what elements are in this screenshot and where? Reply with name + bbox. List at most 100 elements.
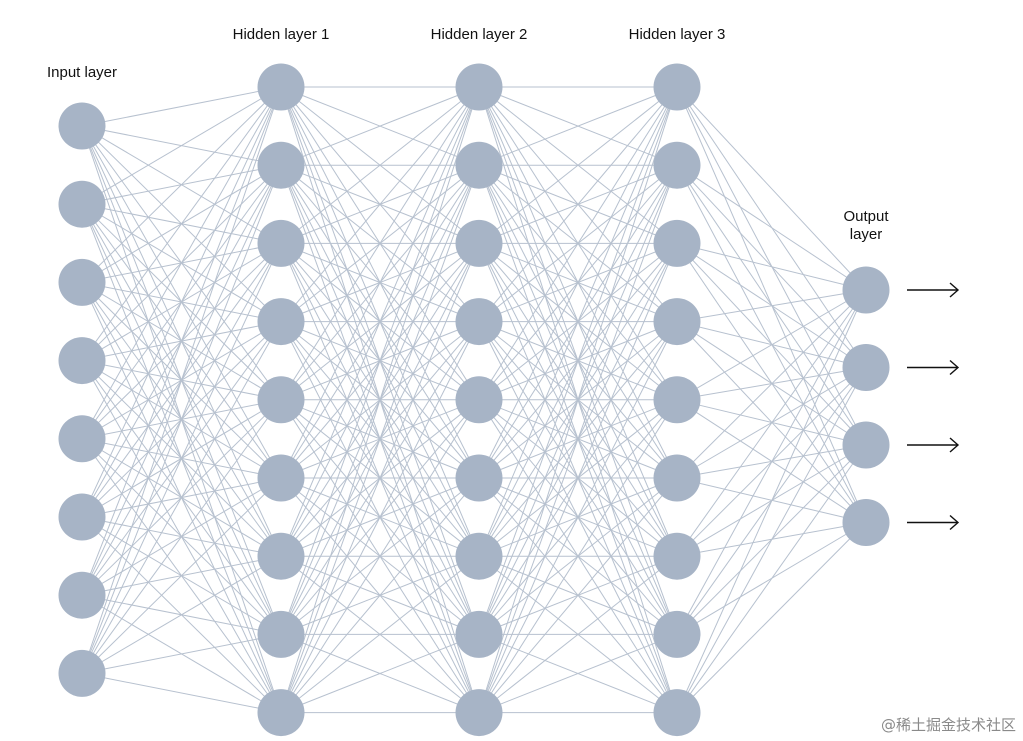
hidden-3-node-7: [653, 532, 701, 580]
edge-hidden-2-9-to-hidden-3-3: [478, 243, 678, 713]
hidden-2-node-9: [455, 689, 503, 737]
neuron-nodes: [58, 63, 890, 737]
watermark-text: @稀土掘金技术社区: [881, 716, 1016, 734]
output-arrow-1: [907, 282, 960, 298]
hidden-1-node-9: [257, 689, 305, 737]
edge-hidden-1-8-to-hidden-2-1: [280, 86, 480, 635]
hidden-3-node-6: [653, 454, 701, 502]
input-node-5: [58, 415, 106, 463]
edge-hidden-1-3-to-hidden-2-1: [280, 86, 480, 244]
edge-hidden-2-9-to-hidden-3-5: [478, 399, 678, 713]
hidden-3-node-4: [653, 298, 701, 346]
edge-hidden-2-9-to-hidden-3-7: [478, 555, 678, 713]
output-node-1: [842, 266, 890, 314]
hidden-1-layer-label-line-1: Hidden layer 1: [233, 26, 330, 43]
connection-edges: [81, 86, 867, 714]
edge-hidden-3-9-to-output-2: [676, 367, 867, 713]
edge-hidden-1-9-to-hidden-2-4: [280, 321, 480, 713]
edge-hidden-3-9-to-output-3: [676, 444, 867, 713]
output-arrow-2: [907, 359, 960, 376]
edge-hidden-2-6-to-hidden-3-1: [478, 86, 678, 479]
edge-hidden-2-9-to-hidden-3-8: [478, 633, 678, 714]
input-layer-label-line-1: Input layer: [47, 64, 117, 81]
edge-input-8-to-hidden-1-4: [81, 321, 282, 674]
hidden-2-node-6: [455, 454, 503, 502]
edge-hidden-2-9-to-hidden-3-6: [478, 477, 678, 713]
edge-hidden-3-5-to-output-1: [676, 289, 867, 401]
edge-input-8-to-hidden-1-8: [81, 633, 282, 674]
edge-hidden-1-9-to-hidden-2-3: [280, 243, 480, 713]
output-node-2: [842, 344, 890, 391]
input-node-2: [58, 180, 106, 228]
edge-hidden-2-9-to-hidden-3-1: [478, 86, 678, 713]
hidden-3-node-9: [653, 689, 701, 737]
hidden-2-node-3: [455, 219, 503, 267]
hidden-1-node-8: [257, 610, 305, 658]
edge-hidden-1-4-to-hidden-2-1: [280, 86, 480, 322]
edge-input-7-to-hidden-1-1: [81, 86, 282, 596]
hidden-1-node-7: [257, 532, 305, 580]
hidden-2-node-1: [455, 63, 503, 111]
edge-hidden-2-3-to-hidden-3-1: [478, 86, 678, 244]
input-node-8: [58, 649, 106, 697]
hidden-1-node-2: [257, 141, 305, 189]
hidden-3-node-8: [653, 610, 701, 658]
edge-input-8-to-hidden-1-3: [81, 243, 282, 674]
edge-hidden-3-7-to-output-1: [676, 289, 867, 557]
edge-input-6-to-hidden-1-1: [81, 86, 282, 518]
edge-hidden-1-9-to-hidden-2-8: [280, 633, 480, 714]
edge-hidden-1-2-to-hidden-2-1: [280, 86, 480, 166]
edge-hidden-3-4-to-output-1: [676, 289, 867, 323]
edge-hidden-1-6-to-hidden-2-1: [280, 86, 480, 479]
hidden-1-layer-label: Hidden layer 1: [233, 26, 330, 43]
hidden-1-node-5: [257, 376, 305, 424]
edge-hidden-2-9-to-hidden-3-2: [478, 165, 678, 713]
edge-hidden-3-6-to-output-1: [676, 289, 867, 479]
output-node-4: [842, 499, 890, 546]
edge-hidden-3-9-to-output-1: [676, 289, 867, 713]
edge-hidden-2-9-to-hidden-3-4: [478, 321, 678, 713]
hidden-1-node-4: [257, 298, 305, 346]
edge-hidden-1-7-to-hidden-2-1: [280, 86, 480, 557]
edge-input-8-to-hidden-1-1: [81, 86, 282, 674]
hidden-2-node-7: [455, 532, 503, 580]
edge-hidden-3-1-to-output-1: [676, 86, 867, 291]
hidden-2-node-2: [455, 141, 503, 189]
edge-hidden-2-5-to-hidden-3-1: [478, 86, 678, 401]
output-arrow-4: [907, 514, 960, 531]
edge-hidden-2-8-to-hidden-3-1: [478, 86, 678, 635]
edge-input-1-to-hidden-1-1: [81, 86, 282, 127]
edge-hidden-1-9-to-hidden-2-7: [280, 555, 480, 713]
edge-input-8-to-hidden-1-2: [81, 165, 282, 674]
edge-hidden-2-4-to-hidden-3-1: [478, 86, 678, 322]
hidden-3-node-5: [653, 376, 701, 424]
edge-input-5-to-hidden-1-1: [81, 86, 282, 440]
edge-hidden-1-9-to-hidden-2-2: [280, 165, 480, 713]
output-layer-label-line-1: Output: [843, 208, 889, 225]
input-node-1: [58, 102, 106, 150]
edge-input-8-to-hidden-1-7: [81, 555, 282, 674]
hidden-3-node-3: [653, 219, 701, 267]
edge-hidden-3-9-to-output-4: [676, 522, 867, 713]
edge-input-4-to-hidden-1-1: [81, 86, 282, 361]
hidden-3-layer-label: Hidden layer 3: [629, 26, 726, 43]
edge-hidden-3-2-to-output-1: [676, 164, 867, 291]
hidden-2-layer-label: Hidden layer 2: [431, 26, 528, 43]
input-node-3: [58, 258, 106, 306]
output-node-3: [842, 421, 890, 469]
layer-labels: Input layer Hidden layer 1 Hidden layer 2 H…: [47, 26, 889, 243]
hidden-3-layer-label-line-1: Hidden layer 3: [629, 26, 726, 43]
edge-hidden-1-9-to-hidden-2-6: [280, 477, 480, 713]
edge-hidden-1-5-to-hidden-2-1: [280, 86, 480, 401]
edge-hidden-2-2-to-hidden-3-1: [478, 86, 678, 166]
edge-input-8-to-hidden-1-6: [81, 477, 282, 674]
hidden-3-node-1: [653, 63, 701, 111]
edge-input-8-to-hidden-1-9: [81, 672, 282, 714]
input-node-7: [58, 571, 106, 619]
input-node-6: [58, 493, 106, 541]
edge-hidden-2-7-to-hidden-3-1: [478, 86, 678, 557]
input-layer-label: Input layer: [47, 64, 117, 81]
hidden-2-layer-label-line-1: Hidden layer 2: [431, 26, 528, 43]
